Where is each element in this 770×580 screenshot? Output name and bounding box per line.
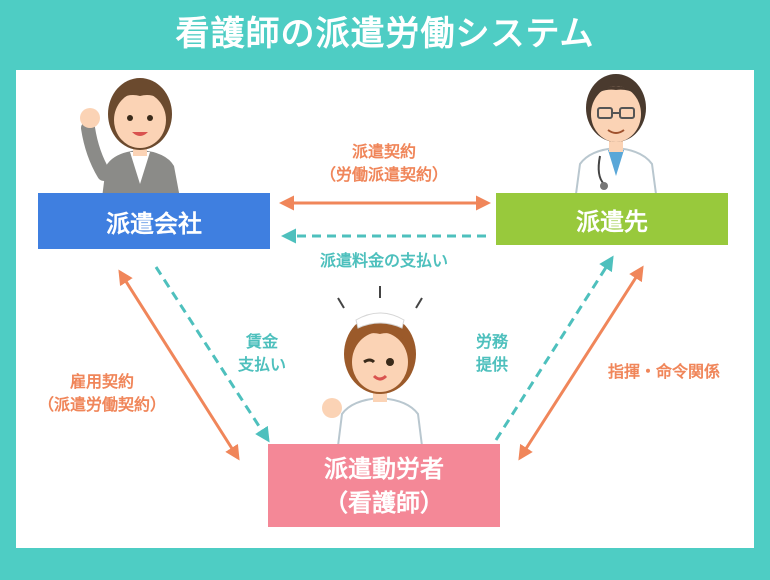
dispatched-worker-box: 派遣動労者 （看護師）: [268, 444, 500, 527]
wage-payment-label-line1: 賃金: [245, 332, 278, 351]
employment-contract-label: 雇用契約 （派遣労働契約）: [22, 370, 182, 416]
client-box: 派遣先: [496, 193, 728, 245]
dispatch-contract-label-line2: （労働派遣契約）: [319, 165, 448, 184]
command-relation-label: 指揮・命令関係: [607, 362, 720, 381]
doctor-illustration: [574, 74, 658, 194]
page-title: 看護師の派遣労働システム: [175, 14, 595, 54]
worker-label-line2: （看護師）: [324, 488, 444, 517]
dispatch-company-box: 派遣会社: [38, 193, 270, 249]
labor-provision-label-line2: 提供: [475, 355, 508, 374]
labor-provision-label: 労務 提供: [462, 330, 522, 376]
dispatch-fee-label: 派遣料金の支払い: [319, 251, 448, 270]
nurse-illustration: [322, 286, 424, 446]
employment-contract-arrow: [118, 269, 240, 461]
worker-label-line1: 派遣動労者: [324, 454, 444, 483]
labor-provision-label-line1: 労務: [475, 332, 508, 351]
dispatch-contract-label-line1: 派遣契約: [351, 142, 416, 161]
company-staff-illustration: [80, 78, 180, 198]
employment-contract-label-line2: （派遣労働契約）: [37, 395, 166, 414]
command-relation-arrow: [518, 265, 644, 461]
wage-payment-arrow: [154, 266, 270, 443]
wage-payment-label-line2: 支払い: [237, 355, 286, 374]
dispatch-contract-label: 派遣契約 （労働派遣契約）: [308, 140, 460, 186]
wage-payment-label: 賃金 支払い: [226, 330, 298, 376]
employment-contract-label-line1: 雇用契約: [69, 372, 134, 391]
